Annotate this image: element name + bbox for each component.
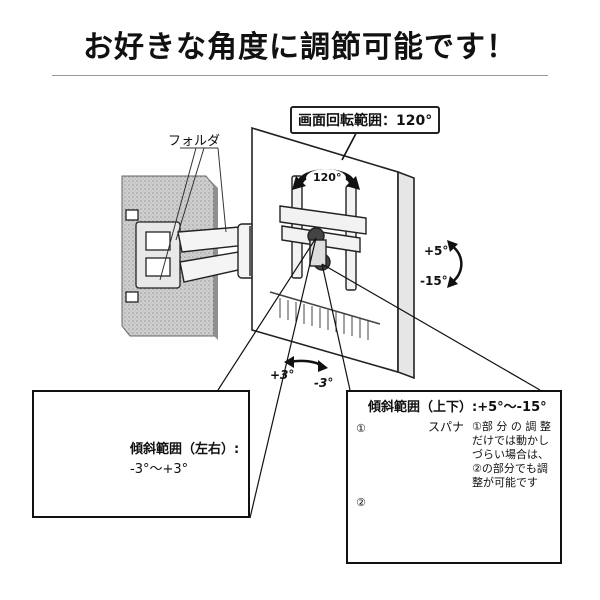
folder-leaders xyxy=(159,147,227,281)
right-tilt-panel: 傾斜範囲（上下）:+5°～-15° ① スパナ ①部 分 の 調 整 だけでは動… xyxy=(346,390,562,564)
horizontal-tilt-arrow xyxy=(284,356,328,372)
left-tilt-panel: 傾斜範囲（左右）: -3°～+3° xyxy=(32,390,250,518)
note-line: ①部 分 の 調 整 xyxy=(472,420,551,433)
folder-label: フォルダ xyxy=(168,134,221,149)
horizontal-tilt-plus: +3° xyxy=(270,368,295,382)
tv-back xyxy=(251,126,415,380)
vertical-tilt-plus: +5° xyxy=(424,244,449,258)
rotation-badge: 120° xyxy=(313,171,342,184)
rotation-range-label: 画面回転範囲：120° xyxy=(290,106,441,134)
wall-plate xyxy=(125,209,181,303)
note-line: だけでは動かし xyxy=(472,434,549,447)
horizontal-tilt-minus: -3° xyxy=(314,376,334,390)
rotation-arrow xyxy=(292,169,360,190)
vertical-tilt-minus: -15° xyxy=(420,274,448,288)
headline: お好きな角度に調節可能です！ xyxy=(83,30,517,65)
left-panel-value: -3°～+3° xyxy=(130,462,189,477)
spanner-label: スパナ xyxy=(428,420,465,434)
vertical-tilt-arrow xyxy=(447,240,463,288)
note-line: 整が可能です xyxy=(472,476,538,489)
note-line: ②の部分でも調 xyxy=(472,462,548,475)
right-panel-title: 傾斜範囲（上下）:+5°～-15° xyxy=(368,400,547,415)
adjust-note: ①部 分 の 調 整 だけでは動かし づらい場合は、 ②の部分でも調 整が可能で… xyxy=(472,420,551,490)
callout-leaders xyxy=(217,237,541,519)
note-line: づらい場合は、 xyxy=(472,448,549,461)
headline-divider xyxy=(52,75,548,76)
step2-marker: ② xyxy=(356,496,366,509)
tv-bracket xyxy=(279,175,367,291)
left-panel-title: 傾斜範囲（左右）: xyxy=(130,442,240,457)
step1-marker: ① xyxy=(356,422,366,435)
